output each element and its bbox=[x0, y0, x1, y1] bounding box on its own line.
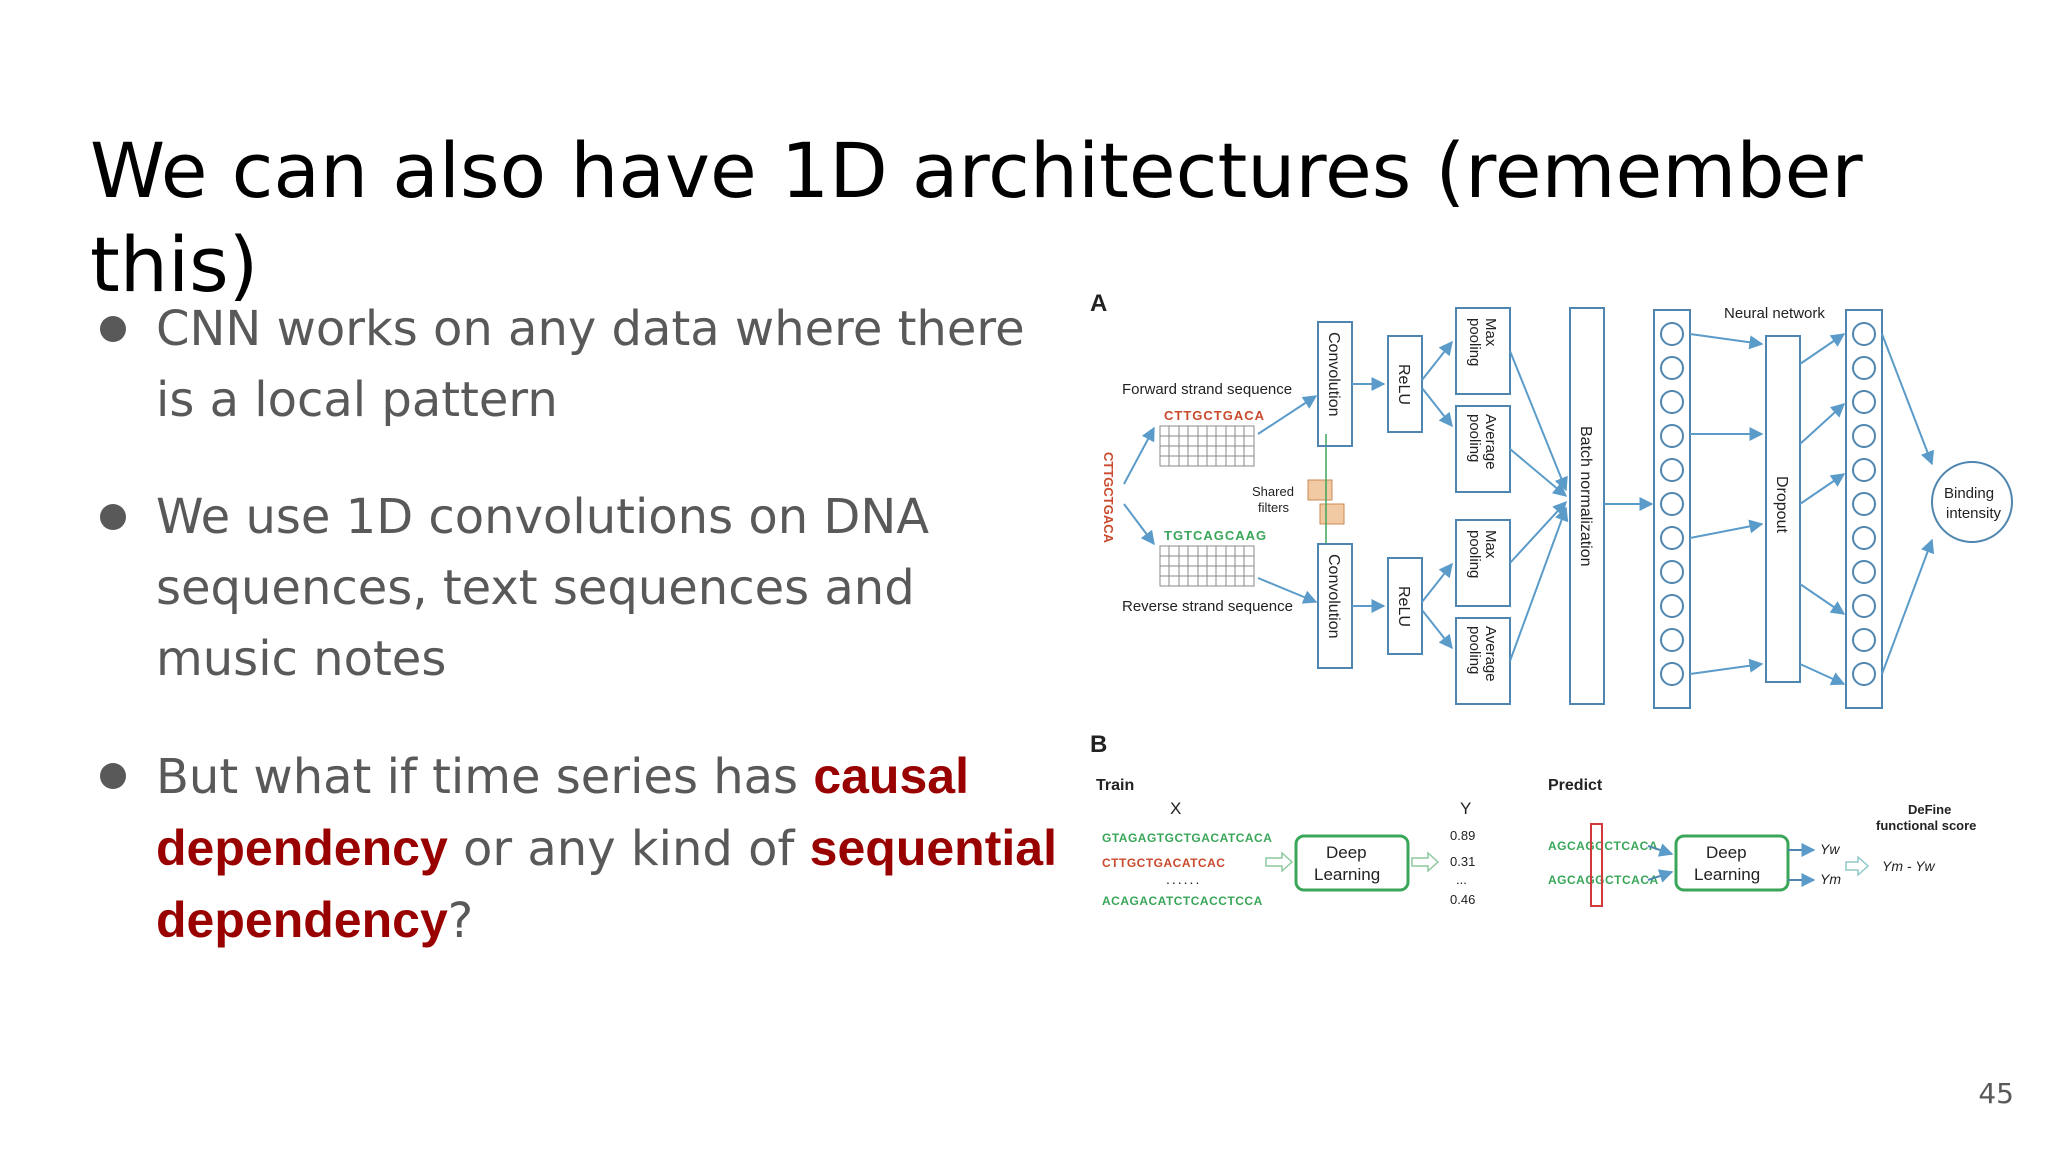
split-arrow-up bbox=[1123, 426, 1155, 485]
deep-learning-label: Learning bbox=[1694, 865, 1760, 884]
train-sequence: GTAGAGTGCTGACATCACA bbox=[1102, 831, 1272, 845]
train-y-value: 0.31 bbox=[1450, 854, 1475, 869]
convolution-label: Convolution bbox=[1325, 554, 1342, 639]
neural-network-nodes-1 bbox=[1660, 322, 1684, 686]
shared-filter-icon bbox=[1319, 503, 1345, 525]
bullet-text: We use 1D convolutions on DNA sequences,… bbox=[156, 489, 930, 687]
reverse-strand-sequence: TGTCAGCAAG bbox=[1164, 528, 1267, 543]
relu-box-forward bbox=[1387, 335, 1423, 433]
nn-dropout-arrows bbox=[1689, 333, 1764, 675]
dropout-box bbox=[1765, 335, 1801, 683]
deep-learning-label: Deep bbox=[1706, 843, 1747, 862]
y-mutant-label: Ym bbox=[1820, 871, 1841, 887]
shared-filters-label: Shared bbox=[1252, 484, 1294, 499]
train-label: Train bbox=[1096, 777, 1134, 794]
train-sequence: ACAGACATCTCACCTCCA bbox=[1102, 894, 1263, 908]
bullet-text: ? bbox=[447, 893, 474, 949]
predict-input-arrow bbox=[1647, 843, 1674, 857]
forward-arrow bbox=[1257, 395, 1318, 435]
train-output-arrow bbox=[1411, 851, 1440, 873]
define-score: Ym - Yw bbox=[1882, 858, 1936, 874]
reverse-strand-label: Reverse strand sequence bbox=[1122, 598, 1293, 615]
deep-learning-label: Deep bbox=[1326, 843, 1367, 862]
bullet-item: We use 1D convolutions on DNA sequences,… bbox=[100, 482, 1060, 695]
mutation-highlight bbox=[1590, 823, 1603, 907]
bullet-text: But what if time series has bbox=[156, 749, 814, 805]
predict-deep-learning-box bbox=[1674, 834, 1790, 892]
max-pooling-label: pooling bbox=[1466, 318, 1483, 366]
bullet-text: or any kind of bbox=[447, 821, 810, 877]
average-pooling-label: pooling bbox=[1466, 414, 1483, 462]
reverse-one-hot-matrix bbox=[1159, 545, 1255, 587]
train-y-value: 0.46 bbox=[1450, 892, 1475, 907]
batch-normalization-box bbox=[1569, 307, 1605, 705]
page-number: 45 bbox=[1978, 1077, 2014, 1110]
bullet-list: CNN works on any data where there is a l… bbox=[100, 294, 1060, 1003]
deep-learning-label: Learning bbox=[1314, 865, 1380, 884]
neural-network-label: Neural network bbox=[1724, 305, 1825, 322]
dropout-nn-arrows bbox=[1799, 333, 1846, 686]
batch-normalization-label: Batch normalization bbox=[1577, 426, 1594, 567]
max-pooling-label: Max bbox=[1482, 318, 1499, 347]
convolution-label: Convolution bbox=[1325, 332, 1342, 417]
bullet-item: CNN works on any data where there is a l… bbox=[100, 294, 1060, 436]
neural-network-layer-2 bbox=[1845, 309, 1883, 709]
average-pooling-label: Average bbox=[1482, 414, 1499, 470]
relu-label: ReLU bbox=[1395, 586, 1412, 627]
train-y-value: ... bbox=[1456, 872, 1467, 887]
forward-strand-label: Forward strand sequence bbox=[1122, 381, 1292, 398]
neural-network-nodes-2 bbox=[1852, 322, 1876, 686]
split-arrow-down bbox=[1123, 503, 1155, 546]
binding-intensity-node bbox=[1931, 461, 2013, 543]
average-pooling-label: pooling bbox=[1466, 626, 1483, 674]
reverse-arrow bbox=[1257, 577, 1318, 604]
y-wildtype-label: Yw bbox=[1820, 841, 1840, 857]
cnn-architecture-figure: A CTTGCTGACA Forward strand sequence CTT… bbox=[1090, 290, 2013, 908]
forward-one-hot-matrix bbox=[1159, 425, 1255, 467]
define-label: DeFine bbox=[1908, 802, 1951, 817]
panel-b-label: B bbox=[1090, 731, 1107, 758]
binding-intensity-label: intensity bbox=[1946, 505, 2002, 522]
forward-strand-sequence: CTTGCTGACA bbox=[1164, 408, 1265, 423]
dropout-label: Dropout bbox=[1773, 476, 1790, 533]
input-sequence: CTTGCTGACA bbox=[1101, 452, 1116, 544]
bullet-item: But what if time series has causal depen… bbox=[100, 741, 1060, 957]
slide-title: We can also have 1D architectures (remem… bbox=[90, 126, 1863, 309]
relu-pool-arrows bbox=[1421, 340, 1453, 650]
train-sequence: CTTGCTGACATCAC bbox=[1102, 856, 1225, 870]
bullet-text: CNN works on any data where there is a l… bbox=[156, 301, 1025, 428]
shared-filter-icon bbox=[1307, 479, 1333, 501]
predict-label: Predict bbox=[1548, 777, 1603, 794]
shared-filters-label: filters bbox=[1258, 500, 1290, 515]
emphasis-sequential-dependency: sequential dependency bbox=[156, 820, 1057, 948]
bullet-dot-icon bbox=[100, 316, 126, 342]
bullet-dot-icon bbox=[100, 763, 126, 789]
predict-input-arrow bbox=[1647, 869, 1674, 883]
average-pooling-label: Average bbox=[1482, 626, 1499, 682]
pool-batchnorm-arrows bbox=[1509, 350, 1569, 662]
predict-sequence: AGCAGGCTCACA bbox=[1548, 873, 1659, 887]
max-pooling-label: pooling bbox=[1466, 530, 1483, 578]
x-header: X bbox=[1170, 799, 1181, 818]
binding-intensity-label: Binding bbox=[1944, 485, 1994, 502]
score-arrow bbox=[1845, 855, 1870, 877]
emphasis-causal-dependency: causal dependency bbox=[156, 748, 969, 876]
relu-label: ReLU bbox=[1395, 364, 1412, 405]
train-deep-learning-box bbox=[1294, 834, 1410, 892]
max-pooling-label: Max bbox=[1482, 530, 1499, 559]
y-header: Y bbox=[1460, 799, 1471, 818]
nn-output-arrows bbox=[1881, 333, 1935, 675]
neural-network-layer-1 bbox=[1653, 309, 1691, 709]
train-y-value: 0.89 bbox=[1450, 828, 1475, 843]
relu-box-reverse bbox=[1387, 557, 1423, 655]
train-sequence: ...... bbox=[1166, 871, 1201, 887]
define-label: functional score bbox=[1876, 818, 1976, 833]
train-input-arrow bbox=[1265, 851, 1294, 873]
panel-a-label: A bbox=[1090, 290, 1107, 317]
bullet-dot-icon bbox=[100, 504, 126, 530]
